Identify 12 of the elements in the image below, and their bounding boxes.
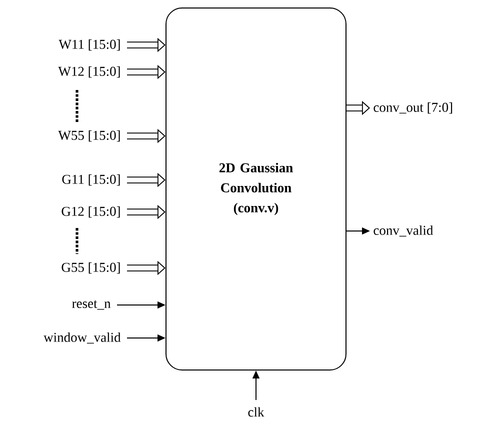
signal-label: G11 [15:0] [62,174,120,186]
module-block: 2D Gaussian Convolution (conv.v) [166,8,346,370]
signal-label: W11 [15:0] [58,39,120,51]
signal-label: W12 [15:0] [58,66,120,78]
signal-label: reset_n [72,300,111,310]
signal-label: conv_valid [374,225,434,237]
signal-label: conv_out [7:0] [374,102,452,114]
signal-label: W55 [15:0] [58,130,120,142]
signal-label: G12 [15:0] [62,206,120,218]
signal-label: clk [248,407,264,417]
signal-label: G55 [15:0] [62,262,120,274]
signal-label: window_valid [44,332,121,344]
